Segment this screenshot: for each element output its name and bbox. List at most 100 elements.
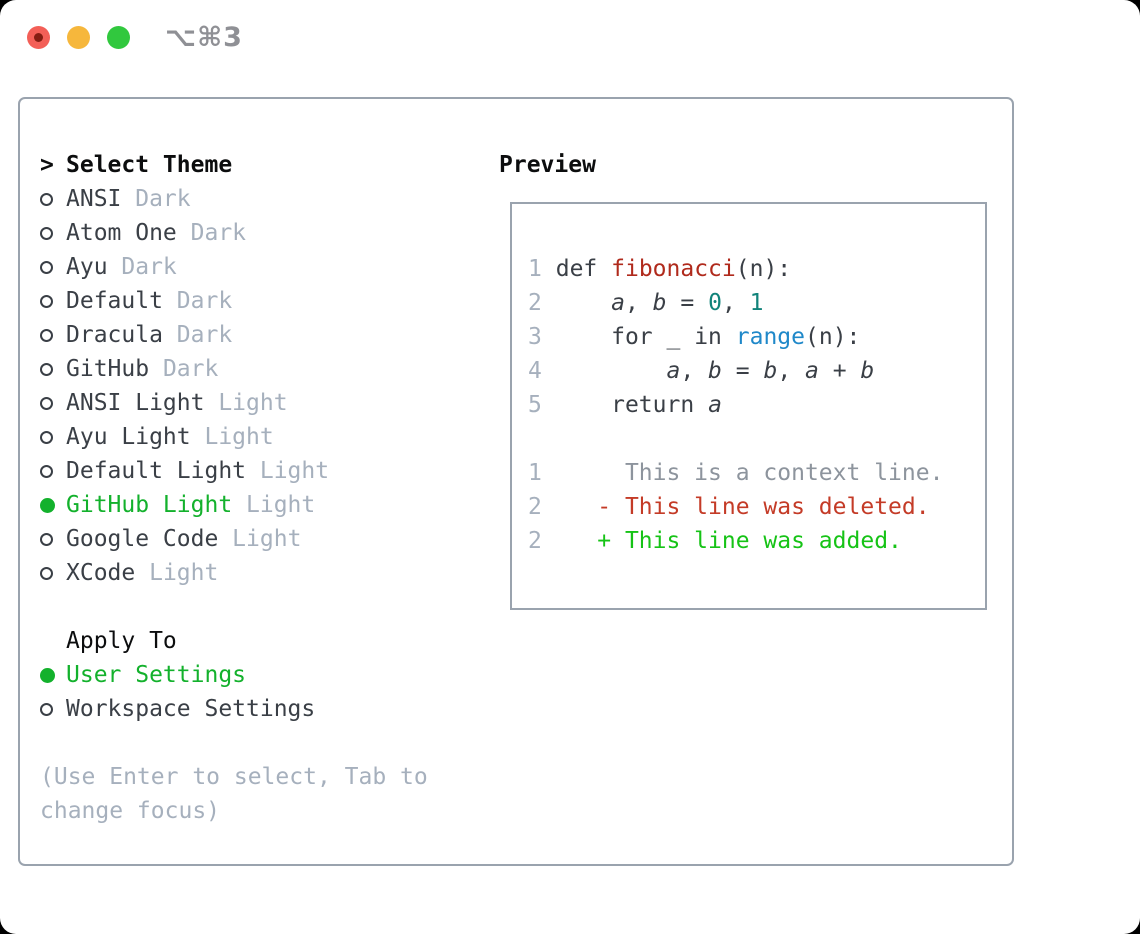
apply-to-option[interactable]: User Settings bbox=[40, 658, 428, 692]
radio-selected-icon bbox=[40, 497, 55, 513]
theme-option[interactable]: GitHub Dark bbox=[40, 352, 428, 386]
line-number: 1 bbox=[528, 460, 542, 486]
code-token: a bbox=[611, 290, 625, 316]
radio-icon bbox=[40, 430, 53, 444]
hint-text-line1: (Use Enter to select, Tab to bbox=[40, 764, 428, 790]
zoom-button[interactable] bbox=[107, 26, 130, 49]
preview-heading: Preview bbox=[499, 152, 596, 178]
code-token: def bbox=[555, 256, 598, 282]
theme-option[interactable]: XCode Light bbox=[40, 556, 428, 590]
code-token bbox=[597, 256, 611, 282]
code-token: , bbox=[680, 358, 709, 384]
line-number: 5 bbox=[528, 392, 542, 418]
option-variant-label: Light bbox=[232, 492, 316, 518]
code-token: b bbox=[652, 290, 667, 316]
option-label: GitHub Light bbox=[66, 492, 233, 518]
code-token bbox=[722, 324, 736, 350]
code-token bbox=[694, 392, 708, 418]
code-token: b bbox=[860, 358, 875, 384]
theme-option[interactable]: Ayu Light Light bbox=[40, 420, 428, 454]
option-variant-label: Dark bbox=[176, 220, 247, 246]
radio-icon bbox=[40, 532, 53, 546]
theme-option[interactable]: Ayu Dark bbox=[40, 250, 428, 284]
option-variant-label: Dark bbox=[149, 356, 219, 382]
code-token: in bbox=[694, 324, 722, 350]
code-token: , bbox=[624, 290, 653, 316]
theme-option[interactable]: Atom One Dark bbox=[40, 216, 428, 250]
preview-code-line bbox=[528, 422, 985, 456]
preview-code-line: 5 return a bbox=[528, 388, 985, 422]
option-label: Workspace Settings bbox=[66, 696, 316, 722]
radio-icon bbox=[40, 260, 53, 274]
option-variant-label: Dark bbox=[162, 288, 233, 314]
theme-option[interactable]: ANSI Light Light bbox=[40, 386, 428, 420]
theme-option[interactable]: Dracula Dark bbox=[40, 318, 428, 352]
minimize-button[interactable] bbox=[67, 26, 90, 49]
title-bar: ⌥⌘3 bbox=[0, 0, 1140, 76]
preview-code-line: 2 - This line was deleted. bbox=[528, 490, 985, 524]
apply-to-option[interactable]: Workspace Settings bbox=[40, 692, 428, 726]
option-variant-label: Light bbox=[190, 424, 274, 450]
option-label: Google Code bbox=[66, 526, 219, 552]
option-label: ANSI Light bbox=[66, 390, 205, 416]
code-token: (n): bbox=[735, 256, 792, 282]
radio-icon bbox=[40, 702, 53, 716]
preview-code-line: 2 a, b = 0, 1 bbox=[528, 286, 985, 320]
code-token: (n): bbox=[805, 324, 861, 350]
option-label: Ayu Light bbox=[66, 424, 191, 450]
line-number: 2 bbox=[528, 290, 542, 316]
code-token bbox=[542, 358, 667, 384]
code-token: 0 bbox=[708, 290, 722, 316]
option-variant-label: Light bbox=[246, 458, 330, 484]
radio-icon bbox=[40, 226, 53, 240]
theme-option[interactable]: Default Dark bbox=[40, 284, 428, 318]
radio-icon bbox=[40, 328, 53, 342]
line-number: 2 bbox=[528, 528, 542, 554]
preview-code-line: 1 def fibonacci(n): bbox=[528, 252, 985, 286]
code-token: = bbox=[721, 358, 764, 384]
theme-option[interactable]: Default Light Light bbox=[40, 454, 428, 488]
code-token: return bbox=[611, 392, 695, 418]
close-button[interactable] bbox=[27, 26, 50, 49]
preview-code-line: 4 a, b = b, a + b bbox=[528, 354, 985, 388]
code-token bbox=[542, 324, 611, 350]
option-label: Ayu bbox=[66, 254, 108, 280]
line-number: 3 bbox=[528, 324, 542, 350]
radio-icon bbox=[40, 566, 53, 580]
option-label: Default bbox=[66, 288, 163, 314]
code-token: range bbox=[735, 324, 806, 350]
theme-option[interactable]: ANSI Dark bbox=[40, 182, 428, 216]
theme-option[interactable]: GitHub Light Light bbox=[40, 488, 428, 522]
option-label: XCode bbox=[66, 560, 136, 586]
code-token: fibonacci bbox=[611, 256, 736, 282]
select-theme-heading-label: Select Theme bbox=[66, 152, 233, 178]
option-variant-label: Light bbox=[135, 560, 219, 586]
code-token: , bbox=[777, 358, 806, 384]
code-token bbox=[542, 256, 556, 282]
option-label: GitHub bbox=[66, 356, 150, 382]
code-token: for bbox=[611, 324, 653, 350]
option-label: ANSI bbox=[66, 186, 122, 212]
theme-option[interactable]: Google Code Light bbox=[40, 522, 428, 556]
code-token: + bbox=[818, 358, 861, 384]
code-token bbox=[542, 290, 611, 316]
select-theme-heading: > Select Theme bbox=[40, 148, 428, 182]
window-title: ⌥⌘3 bbox=[165, 22, 243, 53]
option-label: Default Light bbox=[66, 458, 247, 484]
preview-code-line: 1 This is a context line. bbox=[528, 456, 985, 490]
code-token: 1 bbox=[749, 290, 764, 316]
spacer bbox=[40, 726, 428, 760]
line-number: 4 bbox=[528, 358, 542, 384]
code-token: _ bbox=[652, 324, 695, 350]
code-token: , bbox=[721, 290, 750, 316]
option-variant-label: Dark bbox=[121, 186, 191, 212]
radio-icon bbox=[40, 396, 53, 410]
radio-icon bbox=[40, 362, 53, 376]
apply-to-heading-label: Apply To bbox=[66, 628, 177, 654]
spacer bbox=[40, 590, 428, 624]
code-token: a bbox=[666, 358, 681, 384]
